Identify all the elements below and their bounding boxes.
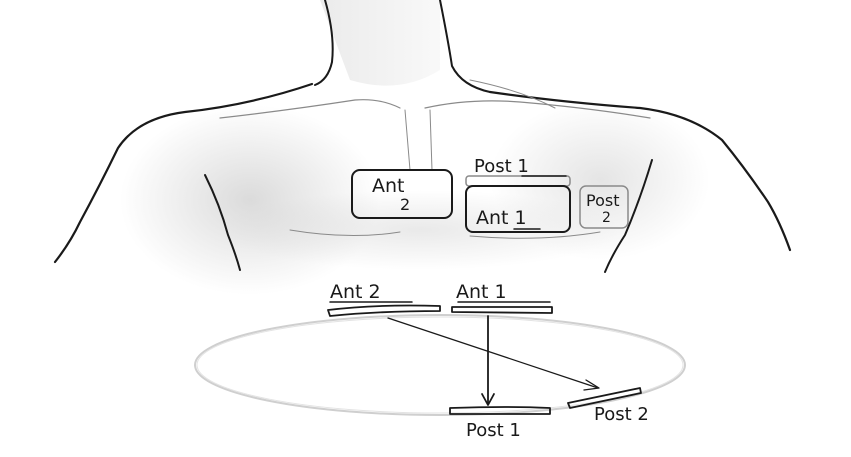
torso-illustration (55, 0, 790, 295)
schematic-post1-label: Post 1 (466, 420, 521, 441)
pad-ant2-label-line1: Ant (372, 175, 405, 197)
schematic-post2: Post 2 (568, 388, 649, 425)
pad-ant2-label-line2: 2 (400, 195, 410, 214)
schematic-diagram: Ant 2 Ant 1 Post 1 Post 2 (195, 281, 685, 441)
schematic-ant2-label: Ant 2 (330, 281, 381, 303)
schematic-ant2: Ant 2 (328, 281, 440, 316)
schematic-ant1-label: Ant 1 (456, 281, 507, 303)
arrow-ant2-to-post2 (388, 318, 598, 388)
pad-post2-label-line2: 2 (602, 210, 611, 226)
pad-post2-label-line1: Post (586, 191, 619, 210)
pad-post1-label: Post 1 (474, 156, 529, 177)
schematic-post2-label: Post 2 (594, 404, 649, 425)
current-path-arrows (388, 316, 599, 405)
schematic-ant1: Ant 1 (452, 281, 552, 313)
pad-ant1-label: Ant 1 (476, 207, 527, 229)
arrow-ant2-to-post2-head (584, 380, 599, 390)
